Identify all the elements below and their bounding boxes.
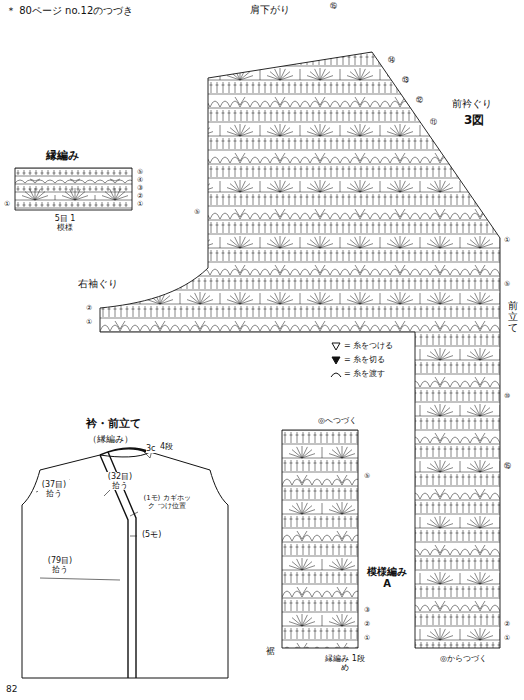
legend-text: = 糸を切る bbox=[344, 354, 385, 365]
stitch-symbols bbox=[100, 52, 501, 653]
leader-line bbox=[36, 480, 138, 580]
chart-label: （縁編み） bbox=[88, 434, 133, 444]
garment-schematic bbox=[22, 448, 228, 678]
legend-text: = 糸を渡す bbox=[344, 368, 385, 379]
row-number: ③ bbox=[137, 184, 143, 192]
page-heading: ＊ 80ページ no.12のつづき bbox=[6, 4, 133, 18]
stitch-symbols bbox=[15, 168, 135, 215]
stitch-rows bbox=[100, 52, 501, 653]
chart-label: 82 bbox=[6, 684, 17, 694]
chart-outline bbox=[100, 52, 500, 648]
stitch-rows bbox=[15, 168, 135, 215]
vest-outline bbox=[22, 452, 228, 678]
chart-outline bbox=[15, 168, 132, 210]
row-number: ① bbox=[504, 634, 510, 642]
chart-label: 縁編み 1段め bbox=[322, 654, 368, 672]
legend-row: = 糸を渡す bbox=[330, 368, 385, 379]
row-number: ② bbox=[364, 620, 370, 628]
chart-label: 裾 bbox=[266, 646, 275, 656]
row-number: ⑬ bbox=[402, 76, 409, 84]
chart-label: 前衿ぐり bbox=[452, 98, 492, 110]
legend-row: = 糸を切る bbox=[330, 354, 385, 365]
chart-label: 前立て bbox=[508, 300, 518, 333]
chart-label: 衿・前立て bbox=[86, 418, 141, 431]
chart-label: (5モ) bbox=[142, 530, 161, 539]
row-number: ⑤ bbox=[364, 472, 370, 480]
row-number: ② bbox=[86, 304, 92, 312]
row-number: ⑮ bbox=[330, 2, 337, 10]
chart-label: 4段 bbox=[160, 442, 173, 451]
chart-label: (32目) 拾う bbox=[104, 472, 136, 490]
row-number: ① bbox=[4, 200, 10, 208]
row-number: ⑪ bbox=[430, 118, 437, 126]
row-number: ④ bbox=[137, 176, 143, 184]
row-number: ① bbox=[504, 236, 510, 244]
chart-label: 肩下がり bbox=[250, 4, 290, 16]
row-number: ⑤ bbox=[194, 208, 200, 216]
chart-label: (79目) 拾う bbox=[44, 556, 76, 574]
row-number: ① bbox=[137, 200, 143, 208]
stitch-symbols bbox=[282, 430, 362, 653]
chart-label: ◎へつづく bbox=[318, 416, 357, 425]
chart-label: 3図 bbox=[464, 114, 484, 128]
chart-label: 5目 1模様 bbox=[52, 214, 78, 232]
collar-band bbox=[100, 448, 150, 678]
chart-label: 縁編み bbox=[46, 150, 79, 163]
row-number: ⑮ bbox=[504, 462, 511, 470]
row-number: ⑭ bbox=[388, 56, 395, 64]
row-number: ③ bbox=[364, 606, 370, 614]
row-number: ① bbox=[86, 318, 92, 326]
stitch-rows bbox=[282, 430, 362, 653]
row-number: ⑤ bbox=[504, 280, 510, 288]
chart-label: 右袖ぐり bbox=[78, 278, 118, 290]
row-number: ② bbox=[137, 192, 143, 200]
row-number: ② bbox=[504, 620, 510, 628]
chart-outline bbox=[282, 430, 358, 648]
chart-label: (1モ) カギホック つけ位置 bbox=[142, 494, 192, 510]
row-number: ⑫ bbox=[416, 96, 423, 104]
row-number: ① bbox=[364, 634, 370, 642]
chart-label: (37目) 拾う bbox=[38, 480, 70, 498]
legend-text: = 糸をつける bbox=[344, 340, 393, 351]
chart-label: 模様編み A bbox=[366, 566, 408, 589]
chart-label: ◎からつづく bbox=[440, 654, 487, 663]
legend-sample bbox=[330, 369, 342, 379]
legend-sample bbox=[330, 355, 342, 365]
legend-row: = 糸をつける bbox=[330, 340, 393, 351]
row-number: ⑤ bbox=[137, 168, 143, 176]
row-number: ⑩ bbox=[504, 392, 510, 400]
legend-sample bbox=[330, 341, 342, 351]
chart-label: 3c bbox=[146, 444, 156, 453]
